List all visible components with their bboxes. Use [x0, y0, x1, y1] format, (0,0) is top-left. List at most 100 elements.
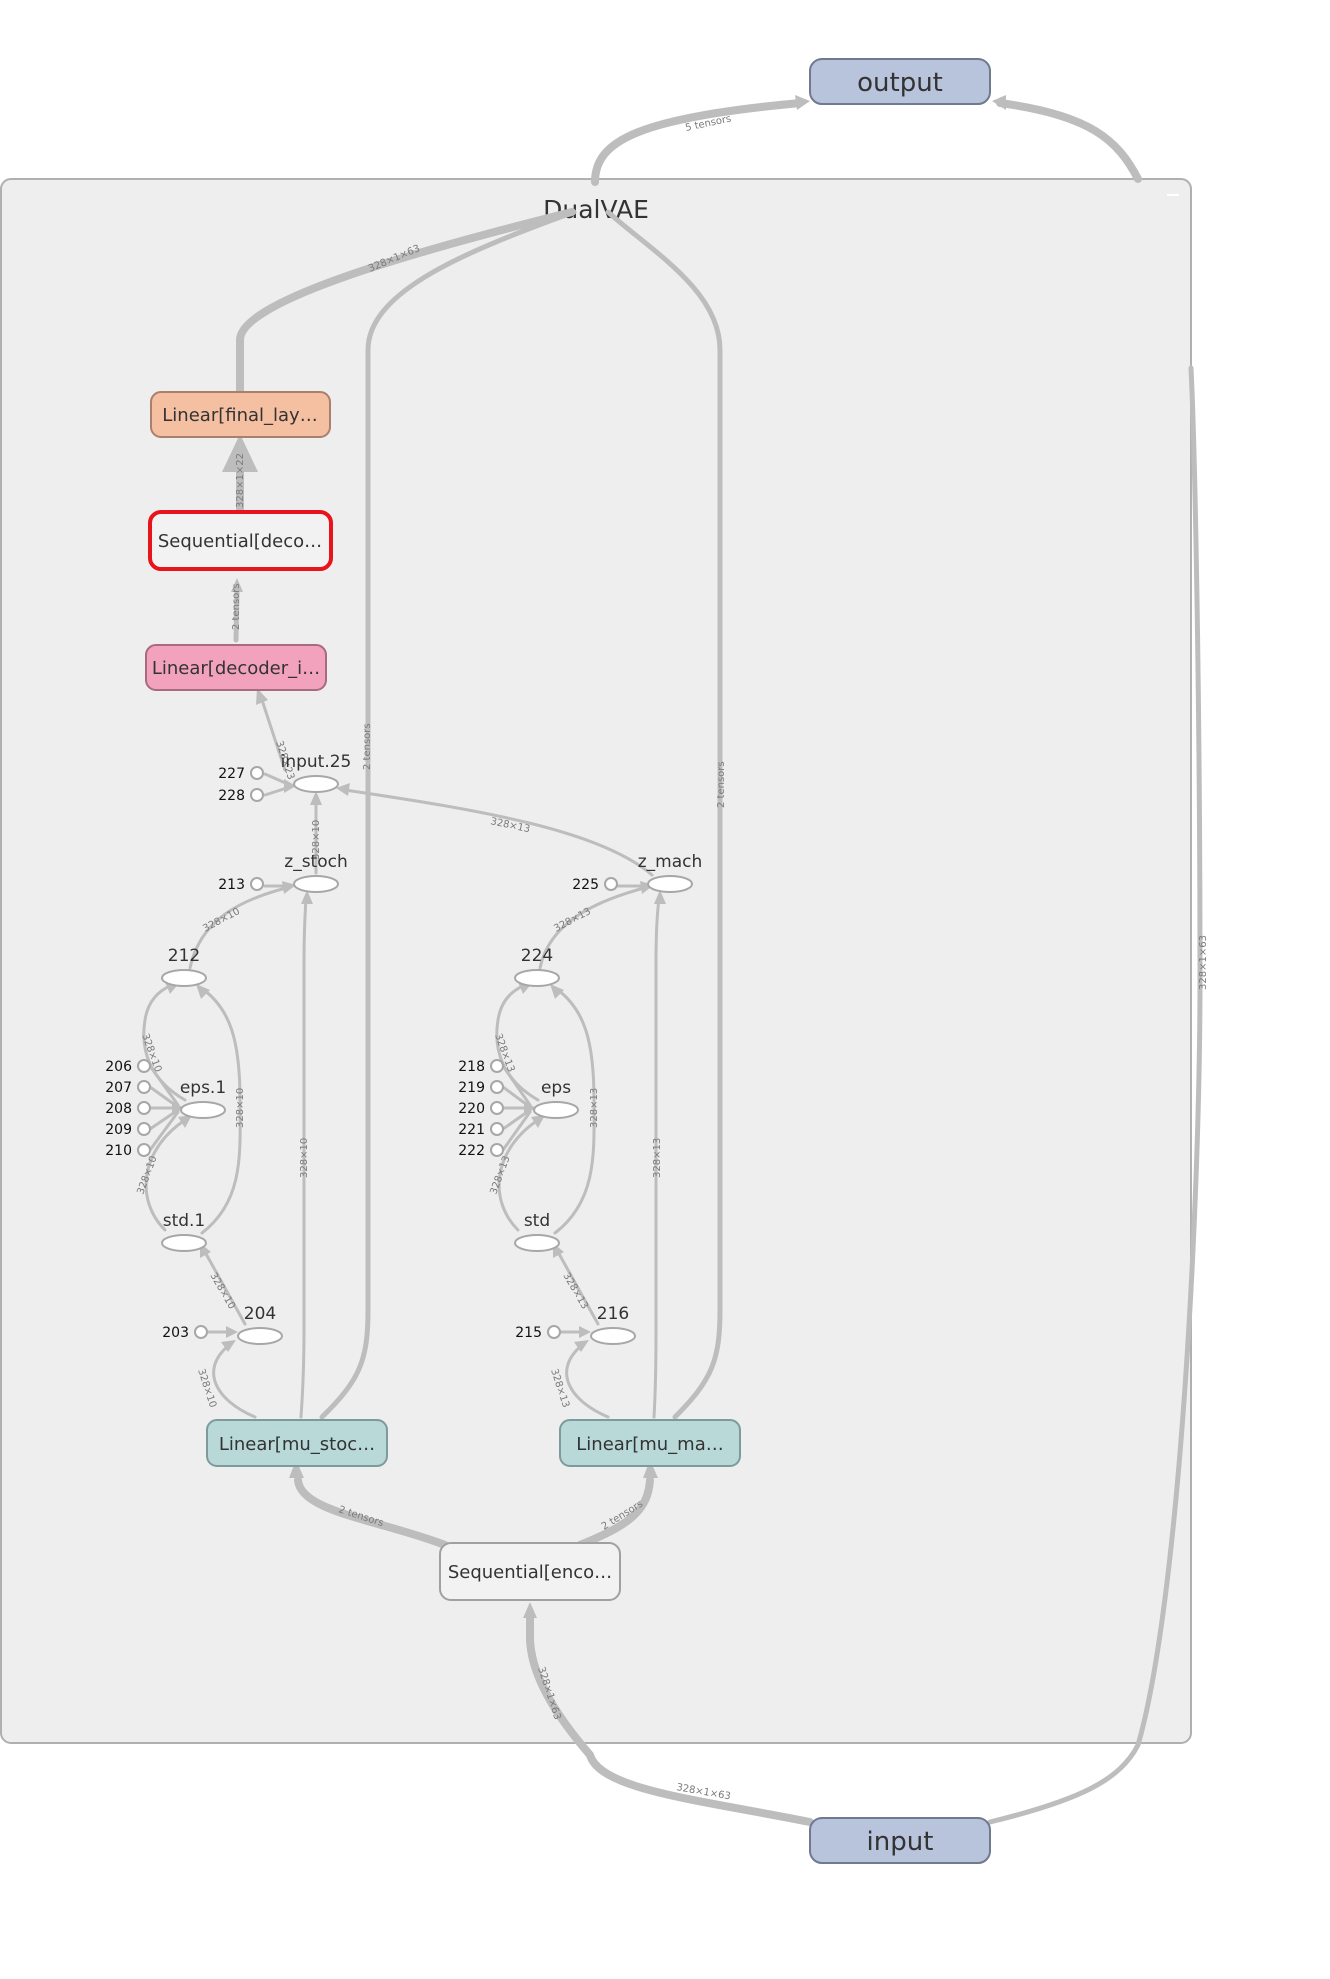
- encoder-node[interactable]: Sequential[enco…: [439, 1542, 621, 1601]
- const-221[interactable]: 221: [458, 1122, 504, 1138]
- edge-stoch-passthrough: [319, 209, 577, 1420]
- op-z-mach-label: z_mach: [638, 852, 703, 872]
- arrowhead-eps1-bottom: [178, 1115, 192, 1128]
- edge-input25-to-decin: [260, 698, 287, 772]
- const-203-label: 203: [162, 1325, 189, 1341]
- op-eps1[interactable]: eps.1: [180, 1078, 226, 1119]
- const-218[interactable]: 218: [458, 1059, 504, 1075]
- const-210[interactable]: 210: [105, 1143, 151, 1159]
- op-z-stoch[interactable]: z_stoch: [284, 852, 348, 893]
- const-228[interactable]: 228: [218, 788, 264, 804]
- edge-input-to-enc: [526, 1608, 814, 1826]
- const-225-label: 225: [572, 877, 599, 893]
- edge-std-to-eps: [497, 1118, 540, 1232]
- arrowhead-eps1-left: [172, 1101, 184, 1115]
- const-218-label: 218: [458, 1059, 485, 1075]
- const-227-label: 227: [218, 766, 245, 782]
- output-node[interactable]: output: [809, 58, 991, 105]
- const-222[interactable]: 222: [458, 1143, 504, 1159]
- edge-216-to-std: [556, 1250, 600, 1326]
- op-std[interactable]: std: [514, 1211, 560, 1252]
- op-z-stoch-label: z_stoch: [284, 852, 347, 872]
- edge-label-decin-to-decoder: 2 tensors: [231, 583, 242, 630]
- const-213[interactable]: 213: [218, 877, 264, 893]
- const-209[interactable]: 209: [105, 1122, 151, 1138]
- const-227[interactable]: 227: [218, 766, 264, 782]
- edge-c210-eps1: [148, 1110, 180, 1152]
- op-input25-label: input.25: [281, 752, 352, 772]
- op-eps[interactable]: eps: [533, 1078, 579, 1119]
- op-input25[interactable]: input.25: [281, 752, 352, 793]
- edge-mumach-to-216: [565, 1344, 610, 1419]
- op-eps-label: eps: [541, 1078, 571, 1098]
- arrowhead-224-right: [550, 984, 564, 999]
- decoder-node[interactable]: Sequential[deco…: [148, 510, 333, 571]
- arrowhead-output: [795, 95, 810, 110]
- output-node-label: output: [857, 68, 943, 98]
- edge-label-right-bypass: 328×1×63: [1198, 935, 1209, 990]
- edge-mach-passthrough: [605, 209, 723, 1420]
- edge-decin-to-decoder: [233, 587, 240, 643]
- op-224[interactable]: 224: [514, 946, 560, 987]
- op-std1[interactable]: std.1: [161, 1211, 207, 1252]
- op-212-label: 212: [168, 946, 200, 966]
- edge-c218-eps: [501, 1064, 532, 1107]
- decoder-input-node[interactable]: Linear[decoder_i…: [145, 644, 327, 691]
- const-209-label: 209: [105, 1122, 132, 1138]
- const-222-label: 222: [458, 1143, 485, 1159]
- op-z-mach[interactable]: z_mach: [638, 852, 703, 893]
- input-node[interactable]: input: [809, 1817, 991, 1864]
- const-220-label: 220: [458, 1101, 485, 1117]
- edge-mustoch-to-204: [212, 1344, 257, 1419]
- mu-stoch-label: Linear[mu_stoc…: [219, 1434, 375, 1455]
- edge-std1-to-212: [200, 988, 242, 1235]
- const-219[interactable]: 219: [458, 1080, 504, 1096]
- edge-label-decoder-to-final: 328×1×22: [235, 453, 246, 508]
- op-216[interactable]: 216: [590, 1304, 636, 1345]
- edge-label-mustoch-to-zstoch: 328×10: [299, 1138, 310, 1178]
- const-215-label: 215: [515, 1325, 542, 1341]
- const-219-label: 219: [458, 1080, 485, 1096]
- edge-mustoch-to-zstoch: [299, 896, 308, 1419]
- edge-204-to-std1: [203, 1250, 247, 1326]
- const-207-label: 207: [105, 1080, 132, 1096]
- input-node-label: input: [867, 1827, 934, 1857]
- const-edges-eps: [501, 1064, 536, 1152]
- decoder-input-label: Linear[decoder_i…: [152, 658, 320, 679]
- arrowhead-input25-bottom: [310, 791, 322, 805]
- decoder-label: Sequential[deco…: [158, 531, 322, 552]
- arrowhead-final: [222, 434, 258, 472]
- arrowhead-output-right: [992, 95, 1006, 110]
- arrowhead-204-bottom: [221, 1340, 236, 1352]
- op-eps1-label: eps.1: [180, 1078, 226, 1098]
- arrowhead-input25-left: [284, 779, 296, 793]
- mu-mach-label: Linear[mu_ma…: [576, 1434, 723, 1455]
- arrowhead-eps-bottom: [531, 1115, 545, 1128]
- final-layer-node[interactable]: Linear[final_lay…: [150, 391, 331, 438]
- op-204[interactable]: 204: [237, 1304, 283, 1345]
- const-225[interactable]: 225: [572, 877, 618, 893]
- const-208[interactable]: 208: [105, 1101, 151, 1117]
- const-203[interactable]: 203: [162, 1325, 208, 1341]
- edge-label-mumach-to-zmach: 328×13: [652, 1138, 663, 1178]
- edge-enc-to-mustoch: [294, 1476, 449, 1549]
- const-215[interactable]: 215: [515, 1325, 561, 1341]
- mu-mach-node[interactable]: Linear[mu_ma…: [559, 1419, 741, 1467]
- mu-stoch-node[interactable]: Linear[mu_stoc…: [206, 1419, 388, 1467]
- edge-bypass-to-output: [996, 99, 1142, 183]
- arrowhead-212-right: [196, 984, 210, 999]
- op-216-label: 216: [597, 1304, 629, 1324]
- const-221-label: 221: [458, 1122, 485, 1138]
- op-std-label: std: [524, 1211, 550, 1231]
- collapse-group-icon[interactable]: [1167, 194, 1179, 196]
- edge-212-to-zstoch: [188, 886, 288, 970]
- const-207[interactable]: 207: [105, 1080, 151, 1096]
- op-212[interactable]: 212: [161, 946, 207, 987]
- op-224-label: 224: [521, 946, 553, 966]
- const-220[interactable]: 220: [458, 1101, 504, 1117]
- arrowhead-zstoch-bottom: [301, 890, 313, 904]
- edge-final-to-out: [236, 208, 576, 399]
- edge-c222-eps: [501, 1110, 532, 1152]
- const-206[interactable]: 206: [105, 1059, 151, 1075]
- final-layer-label: Linear[final_lay…: [162, 405, 317, 426]
